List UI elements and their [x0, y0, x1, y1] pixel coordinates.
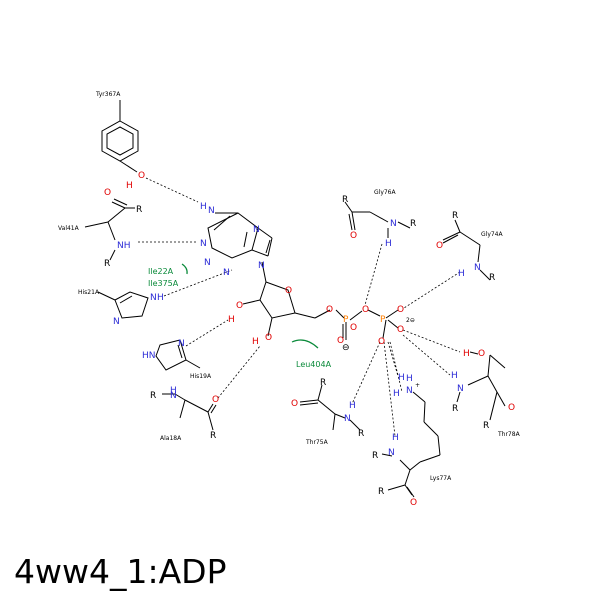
residue-ile375: Ile375A — [148, 279, 179, 288]
lys77-h3: H — [393, 389, 400, 399]
gly74-n: N — [474, 263, 481, 273]
residue-gly74: Gly74A — [481, 231, 504, 238]
val41-oxygen: O — [104, 188, 111, 198]
lys77-h4: H — [392, 433, 399, 443]
thr78-oxygen: O — [478, 349, 485, 359]
gly74-r: R — [452, 211, 458, 221]
his19-n: N — [178, 339, 185, 349]
gly76-oxygen: O — [350, 231, 357, 241]
ribose-o4: O — [285, 286, 292, 296]
residue-his21: His21A — [78, 289, 100, 296]
bonds — [84, 100, 506, 498]
gly76-h: H — [385, 239, 392, 249]
thr75-oxygen: O — [291, 399, 298, 409]
beta-oxygen-2: O — [397, 325, 404, 335]
adenine-6-ring — [207, 212, 259, 259]
ribose-o2: O — [236, 301, 243, 311]
adenine-n1: N — [200, 239, 207, 249]
gly76-r: R — [342, 195, 348, 205]
his19-hn: HN — [142, 351, 156, 361]
adenine-h: H — [200, 202, 207, 212]
thr78-r2: R — [483, 421, 489, 431]
val41-r: R — [136, 205, 142, 215]
adenine-n6: N — [208, 206, 215, 216]
hydrophobic-arcs — [181, 263, 319, 349]
adenine-n3: N — [204, 258, 211, 268]
leu404-arc — [291, 339, 319, 349]
thr75-r2: R — [358, 429, 364, 439]
gly74-oxygen: O — [436, 241, 443, 251]
thr75-r: R — [320, 378, 326, 388]
beta-oxygen-1: O — [397, 305, 404, 315]
lys77-plus: + — [415, 382, 420, 389]
thr78-n: N — [457, 384, 464, 394]
diagram-title: 4ww4_1:ADP — [14, 552, 227, 591]
residue-ala18: Ala18A — [160, 435, 182, 442]
gly76-r2: R — [410, 219, 416, 229]
gly74-h: H — [458, 269, 465, 279]
residue-thr75: Thr75A — [305, 439, 329, 446]
ala18-r2: R — [210, 431, 216, 441]
alpha-oxygen-1: O — [350, 323, 357, 333]
ribose-h3: H — [252, 337, 259, 347]
hydrogen-bonds — [138, 177, 461, 437]
his21-n2: N — [113, 317, 120, 327]
thr75-h: H — [349, 401, 356, 411]
residue-ile22: Ile22A — [148, 267, 174, 276]
adenine-n9: N — [258, 261, 265, 271]
thr78-h2: H — [451, 371, 458, 381]
tyr-hydrogen: H — [126, 181, 133, 191]
ala18-r: R — [150, 391, 156, 401]
ribose-h2: H — [228, 315, 235, 325]
ile22-arc — [181, 263, 188, 275]
alpha-charge: ⊖ — [342, 343, 350, 353]
residue-val41: Val41A — [58, 225, 80, 232]
gly74-r2: R — [489, 273, 495, 283]
residue-lys77: Lys77A — [430, 475, 452, 482]
residue-leu404: Leu404A — [296, 360, 332, 369]
ribose-o3: O — [265, 333, 272, 343]
adenine-n3b: N — [223, 268, 230, 278]
val41-r2: R — [104, 259, 110, 269]
lys77-oxygen: O — [410, 498, 417, 508]
thr75-n: N — [344, 414, 351, 424]
lys77-r2: R — [378, 487, 384, 497]
his21-h: H — [157, 293, 164, 303]
beta-charge: 2⊖ — [406, 317, 415, 324]
lys77-h2: H — [406, 374, 413, 384]
ribose-ring — [259, 281, 296, 319]
gly76-n: N — [390, 219, 397, 229]
residue-gly76: Gly76A — [374, 189, 397, 196]
ala18-oxygen: O — [212, 395, 219, 405]
atom-labels: O H O R NH R H N N N N N N O O H O H O P… — [104, 171, 515, 508]
ala18-n: N — [170, 391, 177, 401]
alpha-phosphorus: P — [343, 315, 349, 325]
lys77-h1: H — [398, 373, 405, 383]
ala18-h: H — [170, 386, 177, 396]
thr78-r: R — [452, 404, 458, 414]
bridge-oxygen: O — [362, 305, 369, 315]
residue-his19: His19A — [190, 373, 212, 380]
val41-nh: NH — [117, 241, 131, 251]
alpha-oxygen-2: O — [337, 336, 344, 346]
tyr-ring-inner — [106, 126, 134, 156]
adenine-n7: N — [253, 225, 260, 235]
beta-phosphorus: P — [380, 315, 386, 325]
thr78-h: H — [463, 349, 470, 359]
beta-oxygen-3: O — [378, 337, 385, 347]
tyr-oxygen: O — [138, 171, 145, 181]
lys77-n: N — [388, 448, 395, 458]
residue-tyr367: Tyr367A — [95, 91, 121, 98]
lys77-r: R — [372, 451, 378, 461]
lys77-nz: N — [406, 386, 413, 396]
residue-labels: Tyr367A Val41A His21A His19A Ala18A Gly7… — [58, 91, 521, 482]
residue-thr78: Thr78A — [497, 431, 521, 438]
his19-ring — [155, 339, 187, 371]
his21-n: N — [150, 293, 157, 303]
his21-ring — [114, 291, 149, 319]
o5-prime: O — [326, 305, 333, 315]
thr78-oxygen2: O — [508, 403, 515, 413]
